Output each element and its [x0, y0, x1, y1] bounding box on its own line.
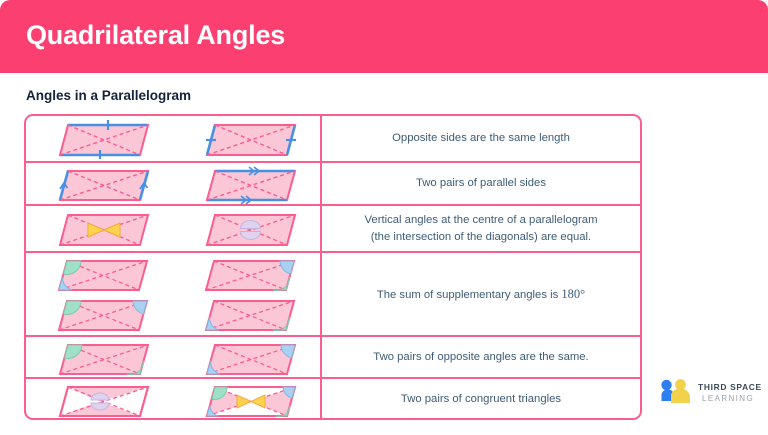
- parallelogram-supplementary-bottom-side: [204, 300, 295, 331]
- description-congruent-triangles: Two pairs of congruent triangles: [400, 393, 562, 406]
- figure-cell-vertical-angles: [26, 206, 322, 251]
- parallelogram-parallel-slanted-sides: [58, 170, 149, 201]
- third-space-learning-logo: THIRD SPACE LEARNING: [658, 378, 762, 412]
- table-row: Two pairs of opposite angles are the sam…: [26, 337, 640, 379]
- parallelogram-opposite-angles-blue: [205, 344, 296, 375]
- parallelogram-congruent-triangles-left-right: [205, 386, 296, 417]
- parallelogram-vertical-angles-horizontal-pair: [58, 214, 149, 246]
- description-supplementary-value: 180: [561, 286, 581, 301]
- header-bar: Quadrilateral Angles: [0, 0, 768, 73]
- parallelogram-parallel-horizontal-sides: [205, 166, 296, 204]
- parallelogram-supplementary-top-side: [57, 300, 148, 331]
- parallelogram-supplementary-left-side: [57, 260, 148, 291]
- parallelogram-opposite-horizontal-sides: [58, 120, 149, 159]
- page-title: Quadrilateral Angles: [26, 20, 286, 50]
- figure-cell-parallel-sides: [26, 163, 322, 204]
- parallelogram-opposite-angles-green: [58, 344, 149, 375]
- parallelogram-vertical-angles-vertical-pair: [205, 214, 296, 246]
- table-row: Opposite sides are the same length: [26, 116, 640, 163]
- table-row: Two pairs of parallel sides: [26, 163, 640, 206]
- description-vertical-angles: Vertical angles at the centre of a paral…: [322, 206, 640, 251]
- description-parallel-sides: Two pairs of parallel sides: [416, 177, 546, 190]
- table-row: Two pairs of congruent triangles: [26, 379, 640, 418]
- section-subtitle: Angles in a Parallelogram: [26, 88, 192, 103]
- logo-text-primary: THIRD SPACE: [698, 382, 762, 392]
- description-vertical-angles-line2: (the intersection of the diagonals) are …: [370, 230, 592, 243]
- degree-symbol: °: [580, 286, 586, 301]
- description-supplementary-angles: The sum of supplementary angles is 180°: [322, 253, 640, 335]
- figure-cell-opposite-angles: [26, 337, 322, 377]
- description-vertical-angles-line1: Vertical angles at the centre of a paral…: [364, 214, 598, 227]
- figure-cell-opposite-sides: [26, 116, 322, 161]
- logo-mark-icon: [661, 379, 690, 403]
- parallelogram-congruent-triangles-top-bottom: [58, 386, 149, 417]
- parallelogram-supplementary-right-side: [204, 260, 295, 291]
- description-opposite-angles: Two pairs of opposite angles are the sam…: [373, 350, 589, 363]
- logo-text-secondary: LEARNING: [702, 394, 755, 403]
- description-supplementary-prefix: The sum of supplementary angles is: [376, 288, 562, 301]
- parallelogram-opposite-slanted-sides: [205, 124, 296, 156]
- properties-table: Opposite sides are the same length: [24, 114, 642, 420]
- figure-cell-congruent-triangles: [26, 379, 322, 418]
- description-opposite-sides: Opposite sides are the same length: [392, 132, 570, 145]
- table-row: The sum of supplementary angles is 180°: [26, 253, 640, 337]
- figure-cell-supplementary-angles: [26, 253, 322, 335]
- table-row: Vertical angles at the centre of a paral…: [26, 206, 640, 253]
